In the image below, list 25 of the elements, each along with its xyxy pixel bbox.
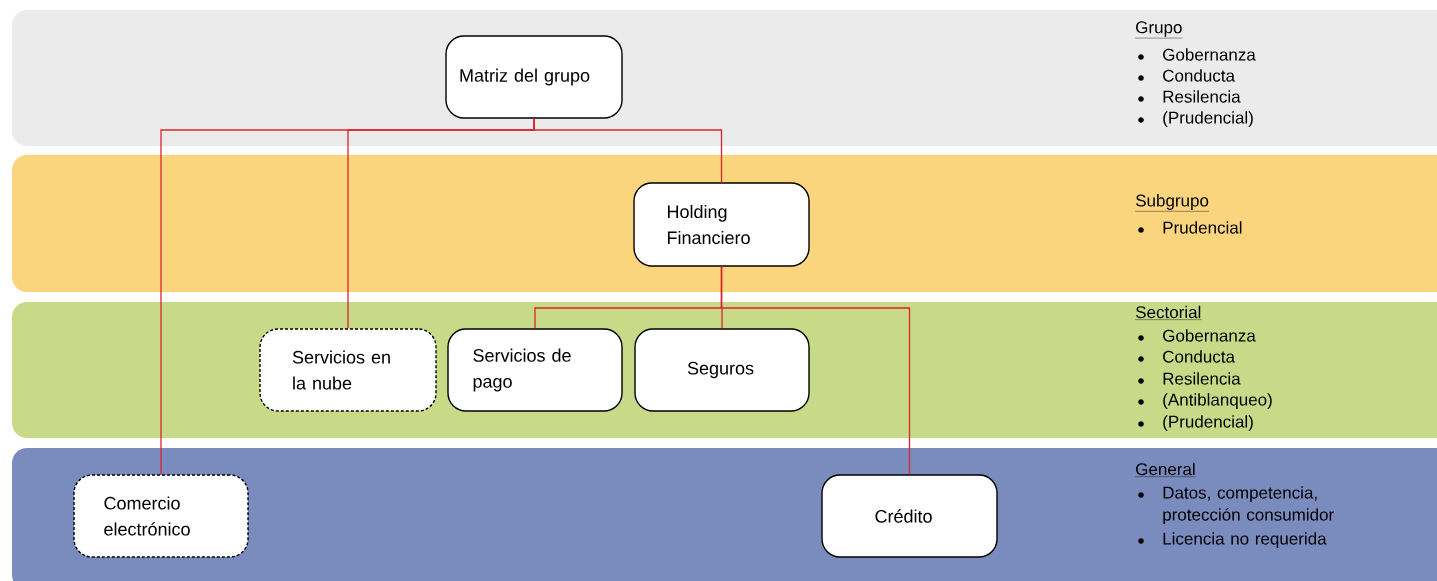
band-heading: Sectorial (1135, 305, 1202, 320)
bullet-item: Resilencia (1138, 372, 1241, 385)
band-heading: General (1135, 462, 1196, 477)
bullet-item: (Prudencial) (1138, 111, 1253, 128)
band-heading: Grupo (1135, 21, 1183, 39)
connector-line (720, 266, 911, 475)
bullet-item: (Prudencial) (1138, 415, 1253, 432)
bullet-item: Gobernanza (1138, 329, 1256, 342)
bullet-item: Conducta (1138, 350, 1235, 363)
dashed-entity-box: Comercio electrónico (73, 474, 249, 558)
connector-line (533, 118, 723, 183)
bullet-item: Licencia no requerida (1138, 532, 1327, 549)
entity-box: Seguros (634, 328, 810, 412)
bullet-item: (Antiblanqueo) (1138, 393, 1272, 410)
bullet-item: Conducta (1138, 69, 1235, 82)
bullet-item: Prudencial (1138, 221, 1242, 234)
bullet-item: Resilencia (1138, 90, 1241, 103)
entity-box: Crédito (821, 474, 998, 558)
entity-box: Matriz del grupo (445, 35, 623, 119)
entity-box: Servicios de pago (447, 328, 623, 412)
bullet-item: Datos, competencia, protección consumidor (1138, 486, 1334, 525)
band-heading: Subgrupo (1135, 194, 1210, 212)
entity-box: Holding Financiero (633, 182, 810, 267)
bullet-item: Gobernanza (1138, 48, 1256, 61)
dashed-entity-box: Servicios en la nube (259, 328, 437, 412)
